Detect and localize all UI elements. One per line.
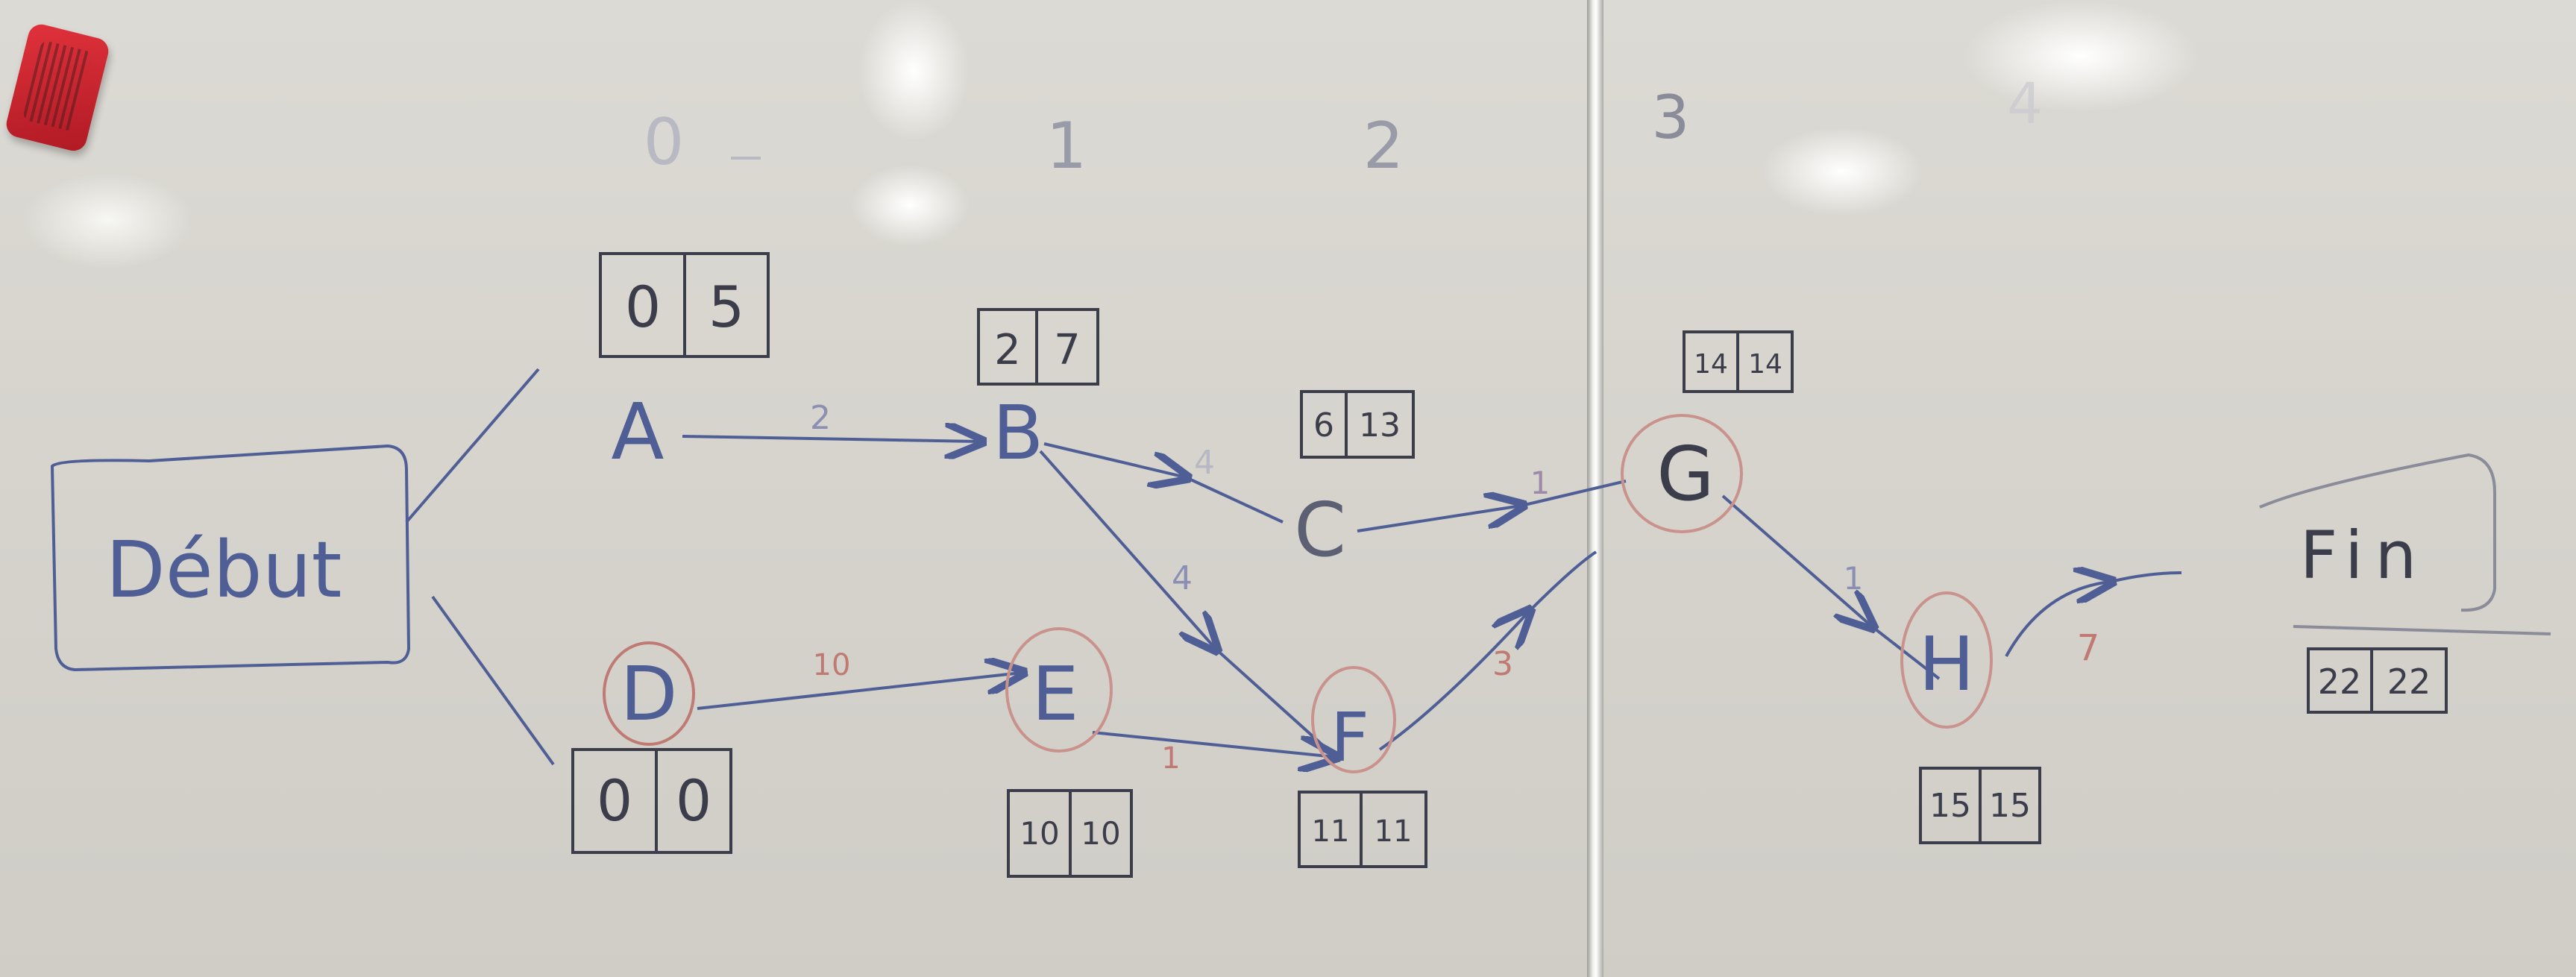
edge-B-C-tail [1185, 476, 1284, 524]
edge-weight-A-B: 2 [810, 399, 831, 437]
node-B-ls: 7 [1054, 326, 1081, 374]
node-B-times: 2 7 [977, 308, 1099, 386]
node-H-ls: 15 [1989, 787, 2031, 825]
edge-C-G [1357, 506, 1521, 533]
node-A-times: 0 5 [599, 252, 770, 358]
end-node-ls: 22 [2387, 662, 2431, 702]
node-G-times: 14 14 [1683, 330, 1794, 393]
edge-G-H-tail [1870, 625, 1941, 680]
end-node-box [2259, 453, 2496, 612]
node-G-ls: 14 [1748, 349, 1782, 380]
node-F-circle [1311, 666, 1396, 773]
edge-B-C [1043, 442, 1186, 477]
node-G-label: G [1656, 430, 1715, 518]
node-A-es: 0 [625, 274, 661, 340]
node-D-times: 0 0 [571, 748, 732, 854]
node-C-ls: 13 [1359, 406, 1401, 444]
edge-start-A [405, 368, 540, 524]
column-header-2: 2 [1363, 109, 1404, 183]
node-G-circle [1621, 414, 1743, 533]
node-H-es: 15 [1929, 787, 1971, 825]
node-F-times: 11 11 [1298, 791, 1427, 868]
edge-D-E [697, 673, 1022, 710]
edge-C-G-tail [1521, 480, 1627, 507]
node-H-times: 15 15 [1919, 767, 2041, 844]
node-C-label: C [1294, 486, 1346, 574]
end-node-es: 22 [2318, 662, 2362, 702]
node-F-es: 11 [1312, 814, 1350, 849]
edge-weight-C-G: 1 [1530, 465, 1551, 501]
edge-start-D [431, 595, 555, 766]
node-E-circle [1005, 627, 1113, 753]
node-C-es: 6 [1313, 406, 1334, 444]
node-D-es: 0 [597, 767, 632, 834]
edge-weight-B-C: 4 [1194, 444, 1215, 482]
node-H-circle [1900, 591, 1993, 729]
start-node-box [50, 444, 411, 672]
edge-weight-H-Fin: 7 [2077, 627, 2100, 669]
node-A-label: A [611, 386, 664, 477]
node-E-ls: 10 [1081, 815, 1120, 852]
node-B-label: B [993, 389, 1044, 477]
edge-F-G [1378, 612, 1529, 751]
edge-weight-B-F: 4 [1172, 559, 1193, 597]
node-A-ls: 5 [709, 274, 744, 340]
edge-weight-D-E: 10 [813, 648, 851, 682]
end-node-times: 22 22 [2307, 647, 2448, 714]
node-D-label: D [620, 650, 677, 738]
edge-H-Fin [2005, 582, 2111, 657]
column-header-0: 0 [644, 105, 685, 180]
edge-weight-F-G: 3 [1492, 645, 1513, 683]
node-H-label: H [1918, 621, 1974, 708]
node-E-label: E [1031, 650, 1078, 738]
node-C-times: 6 13 [1300, 390, 1415, 459]
end-node-underline [2293, 625, 2551, 635]
end-node-label: Fin [2300, 517, 2428, 594]
node-E-times: 10 10 [1007, 789, 1133, 878]
edge-weight-E-F: 1 [1161, 741, 1180, 776]
node-D-circle [603, 641, 695, 746]
edge-B-F [1039, 450, 1216, 649]
node-D-ls: 0 [676, 767, 711, 834]
edge-A-B [682, 436, 981, 442]
node-F-label: F [1331, 699, 1369, 777]
node-F-ls: 11 [1375, 814, 1413, 849]
edge-H-Fin-tail [2110, 571, 2182, 583]
node-B-es: 2 [994, 326, 1021, 374]
column-header-1: 1 [1046, 109, 1087, 183]
edge-E-F [1092, 731, 1335, 757]
edge-F-G-tail [1527, 550, 1598, 613]
start-node-label: Début [106, 524, 342, 615]
node-E-es: 10 [1020, 815, 1059, 852]
edge-weight-G-H: 1 [1844, 560, 1864, 597]
node-G-es: 14 [1694, 349, 1728, 380]
column-header-4: 4 [2007, 70, 2043, 136]
edge-G-H [1721, 494, 1872, 626]
column-header-3: 3 [1652, 83, 1690, 152]
edge-B-F-tail [1214, 647, 1329, 751]
